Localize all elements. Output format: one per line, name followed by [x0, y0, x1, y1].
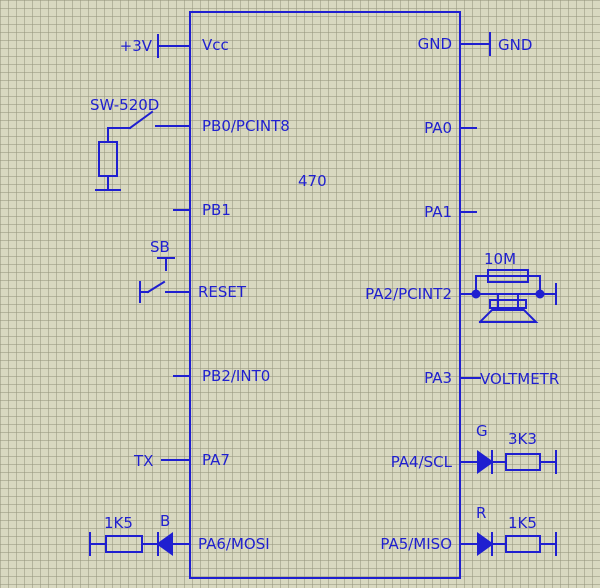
pin-pa2-label: PA2/PCINT2 — [365, 285, 452, 303]
pin-vcc-label: Vcc — [202, 36, 229, 54]
pin-gnd-label: GND — [418, 35, 452, 53]
pin-pb1-label: PB1 — [202, 201, 231, 219]
pin-pb2-label: PB2/INT0 — [202, 367, 270, 385]
led-blue-label: B — [160, 512, 170, 530]
led-green-icon — [477, 450, 494, 474]
tilt-switch-body — [98, 141, 118, 177]
ic-name: 470 — [298, 172, 327, 190]
pin-pa7-label: PA7 — [202, 451, 230, 469]
resistor-1k5-right-label: 1K5 — [508, 514, 537, 532]
tx-net: TX — [133, 452, 175, 470]
tilt-switch-blade — [128, 110, 154, 130]
pin-pa4-label: PA4/SCL — [391, 453, 453, 471]
led-green-label: G — [476, 422, 488, 440]
led-red-label: R — [476, 504, 486, 522]
resistor-3k3 — [505, 453, 541, 471]
vcc-label: +3V — [120, 37, 153, 55]
led-red-branch: R 1K5 — [475, 504, 557, 556]
tilt-switch: SW-520D — [90, 96, 175, 191]
voltmeter-net: VOLTMETR — [475, 370, 559, 388]
reset-button: SB — [139, 238, 175, 303]
crystal-junction-left — [471, 289, 481, 299]
resistor-1k5-right — [505, 535, 541, 553]
led-blue-icon — [156, 532, 173, 556]
resistor-1k5-left-label: 1K5 — [104, 514, 133, 532]
resistor-1k5-left — [105, 535, 143, 553]
vcc-supply: +3V — [120, 34, 175, 58]
crystal-element — [487, 269, 529, 283]
pin-pb0-label: PB0/PCINT8 — [202, 117, 290, 135]
led-blue-branch: B 1K5 — [89, 512, 175, 556]
pin-pa5-label: PA5/MISO — [380, 535, 452, 553]
crystal-base — [478, 309, 539, 324]
crystal-case — [489, 299, 527, 309]
pin-pa6-label: PA6/MOSI — [198, 535, 270, 553]
tx-label: TX — [133, 452, 153, 470]
pin-pa0-label: PA0 — [424, 119, 452, 137]
reset-button-blade — [146, 280, 166, 294]
left-pins: Vcc PB0/PCINT8 PB1 RESET PB2/INT0 PA7 PA… — [173, 36, 290, 553]
led-red-icon — [477, 532, 494, 556]
reset-button-label: SB — [150, 238, 170, 256]
voltmeter-label: VOLTMETR — [480, 370, 559, 388]
led-green-branch: G 3K3 — [475, 422, 557, 474]
right-pins: GND PA0 PA1 PA2/PCINT2 PA3 PA4/SCL PA5/M… — [365, 35, 477, 553]
tilt-switch-label: SW-520D — [90, 96, 159, 114]
resistor-3k3-label: 3K3 — [508, 430, 537, 448]
gnd-supply: GND — [475, 32, 532, 56]
crystal-label: 10M — [484, 250, 516, 268]
gnd-label: GND — [498, 36, 532, 54]
pin-reset-label: RESET — [198, 283, 247, 301]
crystal: 10M — [471, 250, 557, 324]
pin-pa3-label: PA3 — [424, 369, 452, 387]
pin-pa1-label: PA1 — [424, 203, 452, 221]
